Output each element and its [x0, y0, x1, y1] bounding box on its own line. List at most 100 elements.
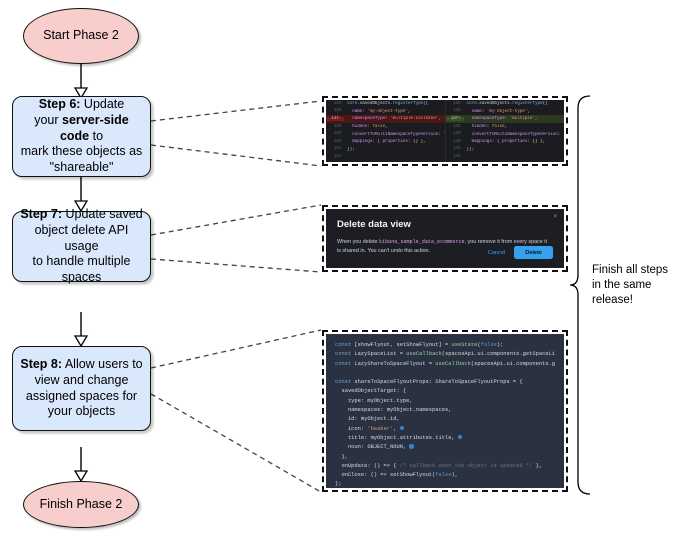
leader-step8-bottom: [150, 393, 322, 493]
react-code-block: const [showFlyout, setShowFlyout] = useS…: [326, 334, 564, 488]
line-code: convertToMultiNamespaceTypeVersion: ': [471, 131, 564, 137]
code-line: };: [335, 481, 342, 488]
diff-line: 135 core.savedObjects.registerType({: [446, 100, 565, 108]
line-number: 138: [333, 124, 341, 129]
diff-line: 142: [326, 153, 445, 161]
line-number: 136: [453, 109, 461, 114]
release-note-line-1: Finish all steps: [592, 264, 669, 276]
leader-step8-top: [150, 329, 322, 369]
modal-actions: Cancel Delete: [488, 246, 553, 259]
code-line: icon: 'beaker',: [335, 425, 555, 434]
line-code: name: 'my-object-type',: [471, 108, 530, 114]
step-6-line2a: your: [34, 113, 63, 128]
line-code: core.savedObjects.registerType({: [466, 101, 548, 107]
line-number: 142: [333, 154, 341, 159]
delete-data-view-modal: × Delete data view When you delete kiban…: [326, 209, 564, 268]
terminal-finish-label: Finish Phase 2: [39, 496, 123, 511]
code-line: },: [335, 453, 348, 460]
line-number: 138: [453, 124, 461, 129]
step-6-bold: server-side code: [59, 113, 129, 143]
leader-step6-top: [150, 100, 322, 122]
diff-line: 139 convertToMultiNamespaceTypeVersion: …: [326, 130, 445, 138]
line-number: 141: [453, 147, 461, 152]
diff-line: 141});: [446, 146, 565, 154]
line-code: });: [466, 146, 475, 152]
code-line: const [showFlyout, setShowFlyout] = useS…: [335, 342, 504, 348]
line-code: core.savedObjects.registerType({: [347, 101, 429, 107]
step-7-line2: object delete API usage: [34, 223, 129, 253]
step-8-box: Step 8: Allow users to view and change a…: [12, 346, 151, 431]
diff-line: 139 convertToMultiNamespaceTypeVersion: …: [446, 130, 564, 138]
code-line: savedObjectTarget: {: [335, 388, 407, 395]
line-number: 140: [333, 139, 341, 144]
line-number: 135: [453, 101, 461, 106]
diff-line: 140 mappings: { properties: {} },: [446, 138, 565, 146]
step-7-line3: to handle multiple spaces: [32, 254, 131, 284]
step-7-text: Step 7: Update saved object delete API u…: [19, 207, 144, 285]
line-number: 136: [333, 109, 341, 114]
line-number: 139: [333, 132, 341, 137]
diff-line: 142: [446, 153, 565, 161]
release-note-line-2: in the same: [592, 279, 652, 292]
diff-line: 137+ namespaceType: 'multiple',: [445, 115, 564, 123]
diff-line: 136 name: 'my-object-type',: [326, 108, 445, 116]
step-6-tag: Step 6:: [38, 97, 81, 112]
line-code: });: [347, 146, 355, 152]
step-8-line3: assigned spaces for: [25, 388, 138, 403]
step-8-line4: your objects: [47, 404, 116, 419]
react-code-viewer: const [showFlyout, setShowFlyout] = useS…: [326, 334, 564, 488]
code-line: namespaces: myObject.namespaces,: [335, 407, 452, 414]
step-6-line4: "shareable": [49, 159, 114, 174]
line-number: 140: [453, 139, 461, 144]
line-number: 139: [453, 132, 461, 137]
line-code: namespaceType: 'multiple',: [471, 116, 538, 122]
arrowhead-3: [73, 335, 89, 348]
line-number: 137-: [326, 116, 344, 121]
diff-line: 141});: [326, 146, 445, 154]
step-6-box: Step 6: Update your server-side code to …: [12, 96, 151, 177]
arrowhead-4: [73, 470, 89, 483]
grouping-brace: [569, 95, 591, 495]
line-code: mappings: { properties: {} },: [471, 139, 546, 145]
modal-title: Delete data view: [337, 219, 411, 230]
diff-line: 136 name: 'my-object-type',: [446, 108, 565, 116]
step-7-box: Step 7: Update saved object delete API u…: [12, 207, 151, 284]
step-6-line1: Update: [80, 97, 125, 112]
line-code: mappings: { properties: {} },: [352, 139, 426, 145]
line-number: 135: [333, 101, 341, 106]
code-line: const LazySpaceList = useCallback(spaces…: [335, 351, 556, 358]
diff-line: 138 hidden: false,: [326, 123, 445, 131]
delete-button[interactable]: Delete: [514, 246, 553, 259]
leader-step7-top: [150, 204, 322, 236]
code-line: const LazyShareToSpaceFlyout = useCallba…: [335, 360, 555, 367]
code-line: onClose: () => setShowFlyout(false),: [335, 472, 458, 479]
code-line: onUpdate: () => { /* callback when the o…: [335, 462, 543, 469]
release-note: Finish all steps in the same release!: [592, 263, 687, 309]
leader-step6-bottom: [150, 144, 322, 167]
line-code: convertToMultiNamespaceTypeVersion: ': [352, 131, 444, 137]
screenshot-delete-modal: × Delete data view When you delete kiban…: [322, 205, 568, 272]
step-8-tag: Step 8:: [20, 357, 63, 372]
code-line: noun: OBJECT_NOUN,: [335, 443, 555, 452]
line-number: 142: [453, 154, 461, 159]
close-icon[interactable]: ×: [553, 214, 557, 220]
step-8-line1: Allow users to: [62, 357, 143, 372]
line-code: hidden: false,: [471, 124, 508, 130]
terminal-start: Start Phase 2: [23, 8, 139, 64]
line-code: hidden: false,: [352, 124, 388, 130]
line-code: name: 'my-object-type',: [352, 108, 411, 114]
code-line: [335, 369, 555, 378]
code-line: const shareToSpaceFlyoutProps: ShareToSp…: [335, 379, 523, 386]
code-line: title: myObject.attributes.title,: [335, 434, 555, 443]
step-7-line1: Update saved: [62, 207, 143, 222]
diff-line: 137- namespaceType: 'multiple-isolated',: [326, 115, 445, 123]
terminal-start-label: Start Phase 2: [43, 28, 119, 43]
step-6-line3: mark these objects as: [20, 144, 143, 159]
terminal-finish: Finish Phase 2: [23, 481, 139, 528]
cancel-button[interactable]: Cancel: [487, 249, 506, 256]
modal-body-code: kibana_sample_data_ecommerce: [378, 239, 465, 245]
